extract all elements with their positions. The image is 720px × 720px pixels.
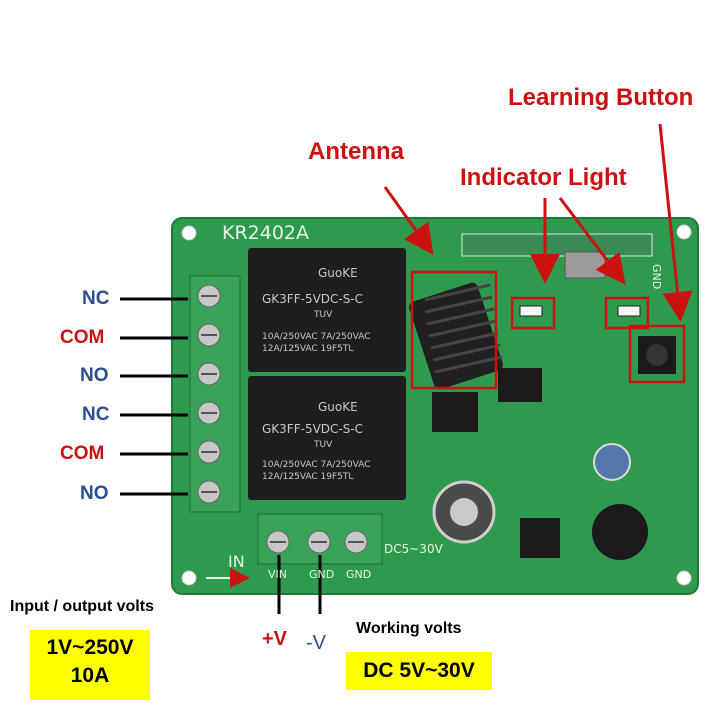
terminal-label-com-2: COM (60, 443, 105, 464)
mounting-hole (676, 224, 692, 240)
io-volts-value-line2: 10A (70, 664, 110, 687)
inductor (592, 504, 648, 560)
mounting-hole (181, 570, 197, 586)
relay-bottom (248, 376, 406, 500)
relay-top-cert: TUV (314, 310, 333, 320)
led-indicator-2 (617, 305, 641, 317)
terminal-label-nc-1: NC (82, 288, 110, 309)
ic-chip (432, 392, 478, 432)
board-gnd-1: GND (309, 568, 335, 581)
board-in-label: IN (228, 552, 245, 571)
power-minus-label: -V (306, 632, 326, 654)
io-volts-box: 1V~250V 10A (30, 630, 150, 700)
arrow-antenna (383, 186, 434, 255)
relay-top-model: GK3FF-5VDC-S-C (262, 292, 364, 306)
working-volts-label: Working volts (356, 620, 462, 637)
board-gnd-2: GND (346, 568, 372, 581)
arrow-learning (658, 123, 693, 322)
capacitor-small (593, 443, 631, 481)
terminal-screws-bottom (266, 530, 368, 554)
io-volts-value-line1: 1V~250V (46, 636, 134, 659)
terminal-label-no-2: NO (80, 483, 109, 504)
terminal-label-no-1: NO (80, 365, 109, 386)
callout-box-antenna (410, 270, 498, 390)
ic-chip (520, 518, 560, 558)
board-gnd-top: GND (650, 264, 663, 290)
terminal-block-left (189, 275, 241, 513)
antenna-coil (409, 282, 503, 390)
callout-box-learning (628, 324, 686, 384)
arrow-indicator-2 (558, 197, 626, 285)
antenna-label: Antenna (308, 138, 404, 165)
callout-box-indicator-2 (604, 296, 650, 330)
board-model: KR2402A (222, 222, 310, 244)
led-indicator-1 (519, 305, 543, 317)
relay-bottom-brand: GuoKE (318, 400, 358, 414)
board-dc-range: DC5~30V (384, 542, 443, 556)
relay-top (248, 248, 406, 372)
relay-top-line2: 12A/125VAC 19F5TL (262, 344, 354, 354)
relay-top-brand: GuoKE (318, 266, 358, 280)
terminal-screws-left (197, 284, 221, 504)
board-vin: VIN (268, 568, 287, 581)
learning-button-label: Learning Button (508, 84, 694, 111)
working-volts-value: DC 5V~30V (346, 652, 492, 690)
indicator-light-label: Indicator Light (460, 164, 627, 191)
mounting-hole (676, 570, 692, 586)
io-volts-label: Input / output volts (10, 598, 154, 615)
relay-bottom-line2: 12A/125VAC 19F5TL (262, 472, 354, 482)
terminal-label-com-1: COM (60, 327, 105, 348)
power-plus-label: +V (262, 628, 288, 650)
terminal-pointer-lines (120, 297, 188, 496)
relay-bottom-line1: 10A/250VAC 7A/250VAC (262, 460, 371, 470)
ic-chip (498, 368, 542, 402)
terminal-label-nc-2: NC (82, 404, 110, 425)
receiver-module (461, 233, 653, 257)
mounting-hole (181, 225, 197, 241)
relay-top-line1: 10A/250VAC 7A/250VAC (262, 332, 371, 342)
relay-bottom-cert: TUV (314, 440, 333, 450)
relay-bottom-model: GK3FF-5VDC-S-C (262, 422, 364, 436)
callout-box-indicator-1 (510, 296, 556, 330)
